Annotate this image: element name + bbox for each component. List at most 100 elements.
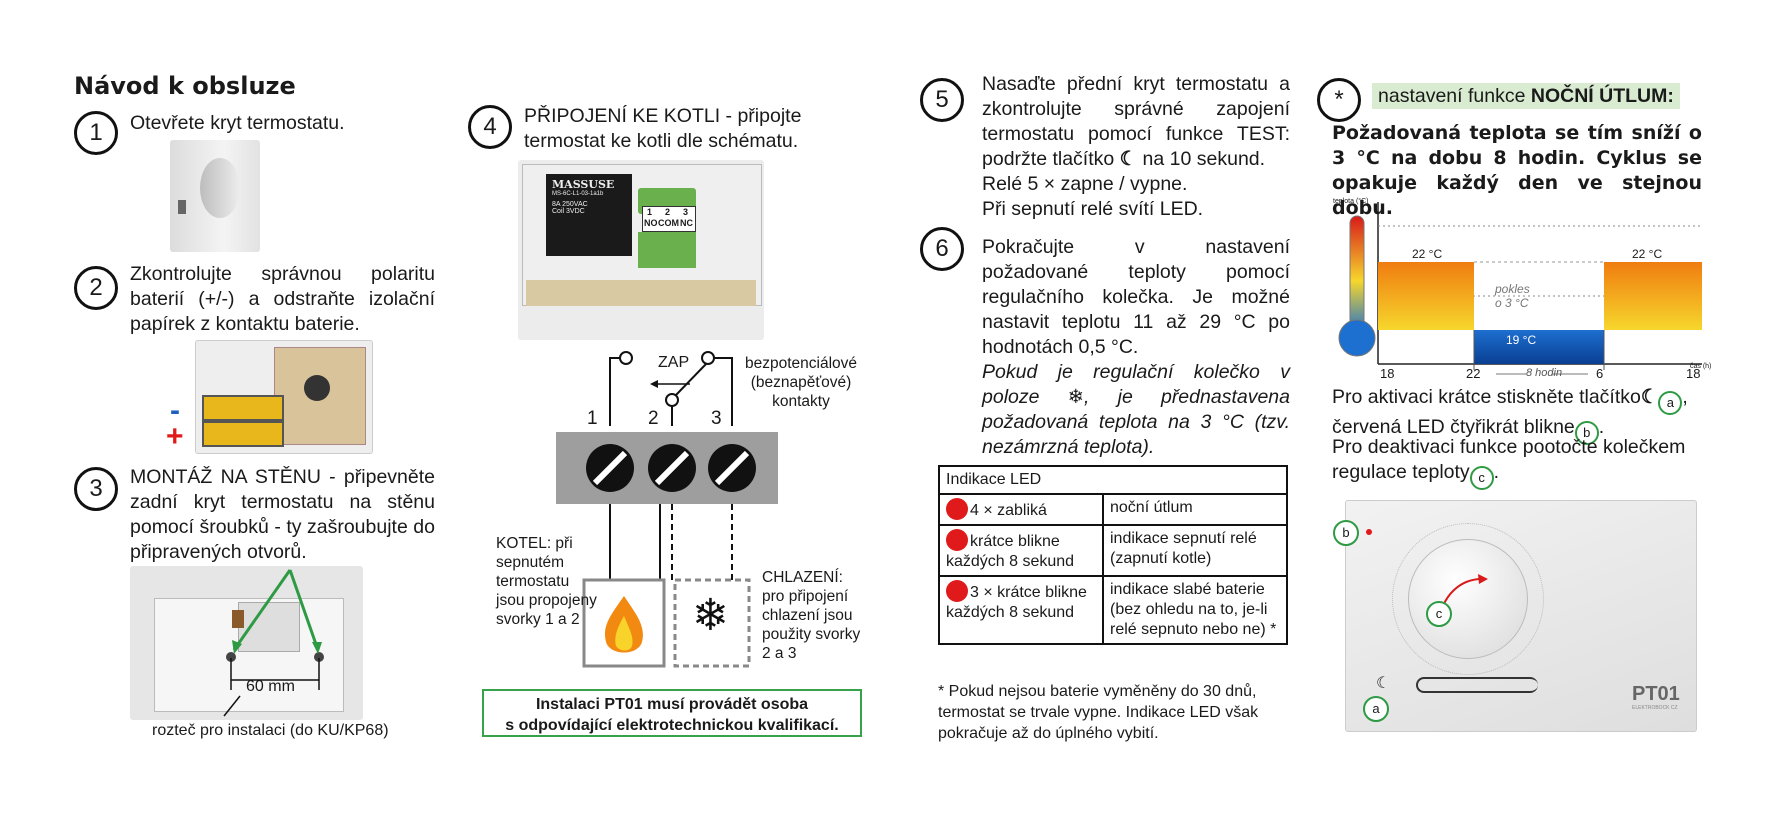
moon-icon: ☾	[1640, 386, 1659, 408]
night-heading-a: nastavení funkce	[1378, 85, 1531, 107]
night-heading-b: NOČNÍ ÚTLUM:	[1530, 85, 1674, 107]
led-signal-2: krátce blikne každých 8 sekund	[946, 533, 1075, 570]
night-setback-chart	[1338, 202, 1702, 375]
led-indication-table: Indikace LED 4 × zabliká noční útlum krá…	[938, 465, 1288, 645]
duration-label: 8 hodin	[1526, 367, 1563, 379]
x-tick-6: 6	[1596, 366, 1604, 381]
step-number-1: 1	[74, 111, 118, 155]
led-signal-cell: 3 × krátce blikne každých 8 sekund	[938, 575, 1104, 645]
table-row: 4 × zabliká noční útlum	[938, 493, 1288, 526]
contacts-label: bezpotenciálové (beznapěťové) kontakty	[744, 355, 858, 410]
device-mark-b: b	[1333, 520, 1359, 546]
terminal-3-label: 3	[711, 408, 722, 429]
step-1-text: Otevřete kryt termostatu.	[130, 112, 345, 134]
step-5-text: Nasaďte přední kryt termostatu a zkontro…	[982, 72, 1290, 172]
step-5-relay-line: Relé 5 × zapne / vypne.	[982, 173, 1188, 195]
x-tick-18-end: 18	[1686, 366, 1701, 381]
led-table-header: Indikace LED	[938, 465, 1288, 495]
step-6-italic-a: Pokud je regulační kolečko v poloze	[982, 361, 1290, 408]
terminal-labels: 1 2 3 NO COM NC	[642, 206, 696, 232]
warm-segment-2	[1604, 262, 1702, 330]
qualification-warning: Instalaci PT01 musí provádět osoba s odp…	[482, 689, 862, 737]
kotel-description: KOTEL: při sepnutém termostatu jsou prop…	[496, 535, 597, 628]
warm-segment-1	[1378, 262, 1474, 330]
activate-text-b: červená LED čtyřikrát blikne	[1332, 416, 1575, 438]
cool-segment	[1474, 330, 1604, 364]
relay-rating-2: Coil 3VDC	[552, 208, 585, 215]
status-led	[1366, 529, 1372, 535]
minus-sign: -	[170, 394, 180, 427]
warm-label-1: 22 °C	[1412, 247, 1443, 261]
step-number-3: 3	[74, 467, 118, 511]
mount-arrows	[223, 569, 322, 717]
mount-caption: rozteč pro instalaci (do KU/KP68)	[152, 722, 389, 739]
drop-label: pokles o 3 °C	[1495, 282, 1530, 310]
led-signal-1: 4 × zabliká	[970, 502, 1047, 519]
wiring-schematic	[556, 351, 778, 668]
step-6-italic: Pokud je regulační kolečko v poloze ❄, j…	[982, 360, 1290, 460]
wall-mount-photo: 60 mm	[130, 566, 363, 720]
chart-xlabel: čas (h)	[1690, 363, 1712, 370]
warning-line-2: s odpovídající elektrotechnickou kvalifi…	[505, 717, 839, 734]
led-signal-cell: 4 × zabliká	[938, 493, 1104, 526]
device-model: PT01	[1632, 683, 1680, 705]
chlazeni-description: CHLAZENÍ: pro připojení chlazení jsou po…	[762, 569, 861, 662]
led-meaning-1: noční útlum	[1102, 493, 1288, 526]
night-description: Požadovaná teplota se tím sníží o 3 °C n…	[1332, 122, 1702, 219]
x-tick-18-start: 18	[1380, 366, 1395, 381]
led-meaning-2: indikace sepnutí relé (zapnutí kotle)	[1102, 524, 1288, 577]
step-6-text: Pokračujte v nastavení požadované teplot…	[982, 236, 1290, 358]
table-row: 3 × krátce blikne každých 8 sekund indik…	[938, 575, 1288, 645]
hole-spacing-label: 60 mm	[246, 678, 295, 695]
thermostat-device-photo: ☾ PT01 ELEKTROBOCK CZ	[1345, 500, 1697, 732]
led-meaning-3: indikace slabé baterie (bez ohledu na to…	[1102, 575, 1288, 645]
mark-c: c	[1469, 466, 1494, 490]
chart-ylabel: teplota (°C)	[1333, 198, 1369, 205]
snowflake-setting-icon: ❄	[1067, 386, 1084, 408]
led-signal-cell: krátce blikne každých 8 sekund	[938, 524, 1104, 577]
moon-button-icon: ☾	[1376, 675, 1391, 692]
deactivate-instructions: Pro deaktivaci funkce pootočte kolečkem …	[1332, 435, 1712, 490]
relay-brand: MASSUSE	[552, 178, 615, 191]
page-title: Návod k obsluze	[74, 72, 296, 100]
step-5-text-b: na 10 sekund.	[1137, 148, 1266, 170]
step-3-text: MONTÁŽ NA STĚNU - připevněte zadní kryt …	[130, 466, 435, 563]
relay-model: MS-6C-L1-03-1a1b	[552, 191, 604, 197]
terminal-no: NO	[644, 218, 658, 228]
activate-instructions: Pro aktivaci krátce stiskněte tlačítko☾a…	[1332, 385, 1712, 445]
device-maker: ELEKTROBOCK CZ	[1632, 705, 1678, 711]
terminal-num-1: 1	[647, 207, 653, 217]
relay-board-photo: MASSUSE MS-6C-L1-03-1a1b 8A 250VAC Coil …	[518, 160, 764, 340]
dial-arrow	[1437, 574, 1488, 626]
red-led-icon	[946, 580, 968, 602]
device-mark-a: a	[1363, 696, 1389, 722]
mark-b: b	[1574, 421, 1599, 445]
warm-label-2: 22 °C	[1632, 247, 1663, 261]
x-tick-22: 22	[1466, 366, 1481, 381]
terminal-num-2: 2	[665, 207, 671, 217]
snowflake-icon: ❄	[692, 591, 729, 640]
moon-icon: ☾	[1119, 148, 1138, 170]
step-number-4: 4	[468, 105, 512, 149]
relay-component: MASSUSE MS-6C-L1-03-1a1b 8A 250VAC Coil …	[546, 174, 632, 256]
schematic-zap-label: ZAP	[658, 354, 690, 371]
plus-sign: +	[166, 420, 184, 453]
table-row: krátce blikne každých 8 sekund indikace …	[938, 524, 1288, 577]
step-5-text-a: Nasaďte přední kryt termostatu a zkontro…	[982, 73, 1290, 170]
terminal-1-label: 1	[587, 408, 598, 429]
regulation-dial	[1408, 539, 1528, 659]
thermostat-cover-photo	[170, 140, 260, 252]
terminal-nc: NC	[680, 218, 693, 228]
terminal-2-label: 2	[648, 408, 659, 429]
deactivate-text: Pro deaktivaci funkce pootočte kolečkem …	[1332, 436, 1686, 483]
activate-text-a: Pro aktivaci krátce stiskněte tlačítko	[1332, 386, 1641, 408]
battery-compartment-photo	[195, 340, 373, 454]
cool-label: 19 °C	[1506, 333, 1537, 347]
warning-line-1: Instalaci PT01 musí provádět osoba	[535, 696, 809, 713]
terminal-com: COM	[658, 218, 679, 228]
step-6-italic-b: , je přednastavena požadovaná teplota na…	[982, 386, 1290, 458]
step-number-6: 6	[920, 227, 964, 271]
star-marker: *	[1317, 78, 1361, 122]
terminal-num-3: 3	[683, 207, 689, 217]
step-2-text: Zkontrolujte správnou polaritu baterií (…	[130, 263, 435, 335]
